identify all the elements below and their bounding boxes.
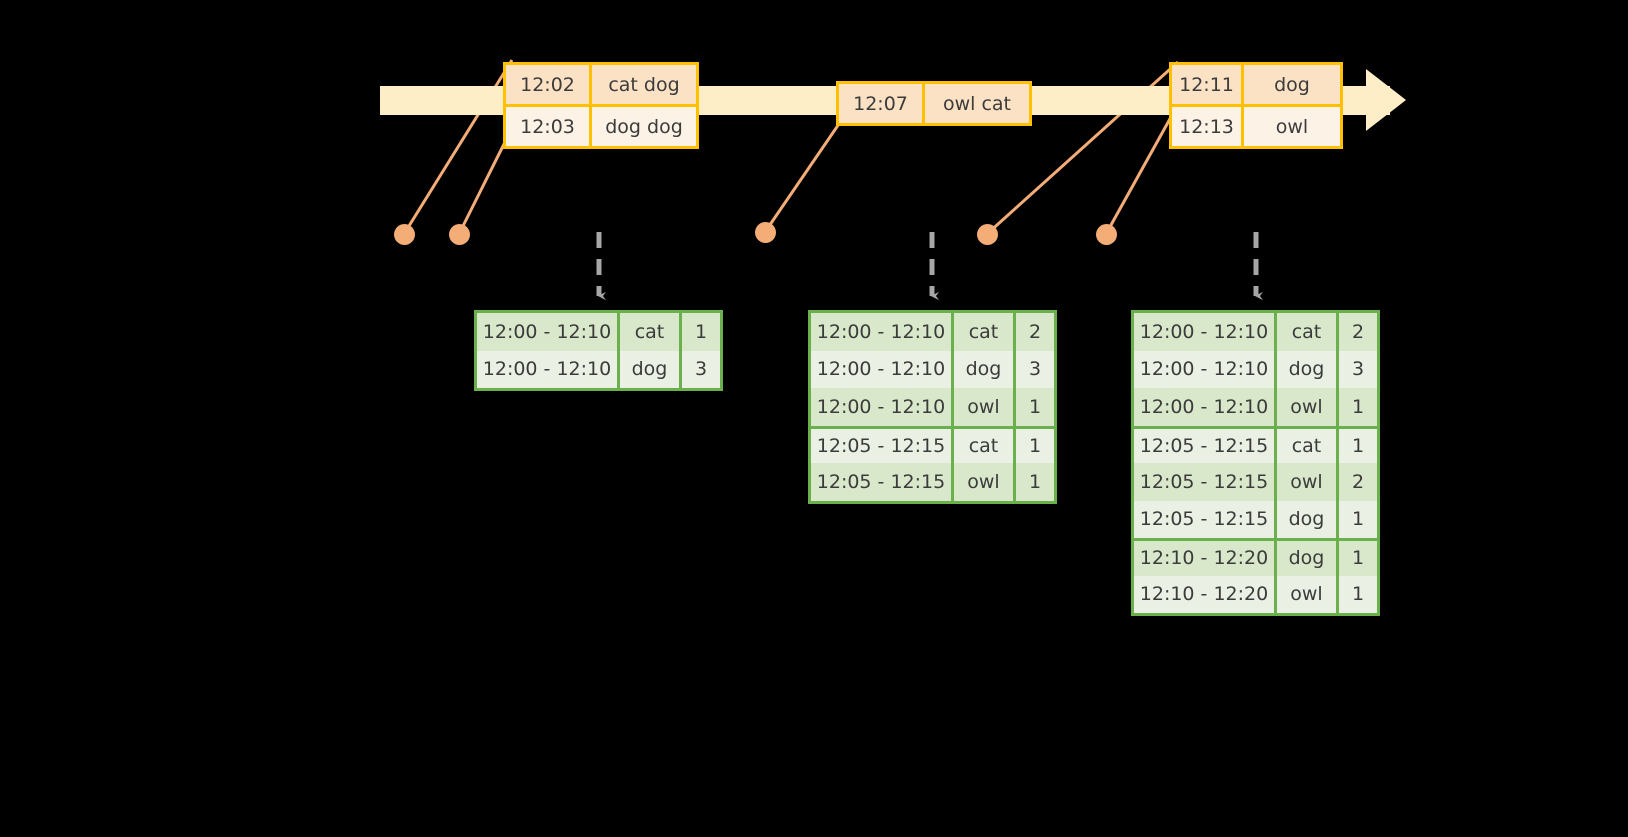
event-words: dog dog <box>592 107 696 146</box>
cell-count: 1 <box>1016 388 1054 426</box>
cell-count: 1 <box>1016 428 1054 463</box>
cell-count: 3 <box>1016 350 1054 388</box>
cell-word: cat <box>1277 313 1339 351</box>
cell-window: 12:00 - 12:10 <box>1134 388 1277 426</box>
cell-window: 12:00 - 12:10 <box>477 350 620 388</box>
cell-count: 1 <box>1339 500 1377 538</box>
cell-word: owl <box>1277 463 1339 501</box>
connector-dot-4 <box>977 224 998 245</box>
cell-window: 12:10 - 12:20 <box>1134 575 1277 613</box>
cell-window: 12:00 - 12:10 <box>477 313 620 351</box>
cell-count: 1 <box>1339 541 1377 576</box>
cell-count: 1 <box>1339 575 1377 613</box>
cell-word: dog <box>1277 500 1339 538</box>
timeline-arrow-icon <box>1366 69 1406 131</box>
cell-window: 12:00 - 12:10 <box>1134 350 1277 388</box>
cell-window: 12:05 - 12:15 <box>811 463 954 501</box>
cell-count: 3 <box>1339 350 1377 388</box>
event-time: 12:03 <box>506 107 592 146</box>
cell-word: cat <box>620 313 682 351</box>
cell-count: 2 <box>1339 463 1377 501</box>
event-time: 12:13 <box>1172 107 1244 146</box>
event-words: dog <box>1244 65 1340 104</box>
event-group-2: 12:07 owl cat <box>836 81 1032 126</box>
connector-dot-2 <box>449 224 470 245</box>
connector-dot-3 <box>755 222 776 243</box>
cell-word: cat <box>1277 428 1339 463</box>
cell-word: dog <box>954 350 1016 388</box>
cell-window: 12:00 - 12:10 <box>811 350 954 388</box>
cell-word: owl <box>1277 575 1339 613</box>
cell-count: 1 <box>1016 463 1054 501</box>
connector-line-5 <box>1104 107 1178 235</box>
cell-word: dog <box>620 350 682 388</box>
event-time: 12:02 <box>506 65 592 104</box>
connector-line-3 <box>763 117 845 233</box>
cell-window: 12:05 - 12:15 <box>1134 428 1277 463</box>
event-row: 12:03 dog dog <box>506 104 696 146</box>
cell-word: cat <box>954 313 1016 351</box>
event-group-3: 12:11 dog 12:13 owl <box>1169 62 1343 149</box>
cell-window: 12:05 - 12:15 <box>1134 500 1277 538</box>
connector-dot-5 <box>1096 224 1117 245</box>
cell-word: owl <box>954 388 1016 426</box>
cell-window: 12:10 - 12:20 <box>1134 541 1277 576</box>
cell-count: 1 <box>1339 428 1377 463</box>
cell-word: dog <box>1277 350 1339 388</box>
cell-window: 12:05 - 12:15 <box>811 428 954 463</box>
cell-word: owl <box>1277 388 1339 426</box>
cell-word: dog <box>1277 541 1339 576</box>
event-time: 12:07 <box>839 84 925 123</box>
cell-count: 2 <box>1339 313 1377 351</box>
cell-word: owl <box>954 463 1016 501</box>
event-row: 12:07 owl cat <box>839 84 1029 123</box>
event-row: 12:13 owl <box>1172 104 1340 146</box>
connector-dot-1 <box>394 224 415 245</box>
event-words: cat dog <box>592 65 696 104</box>
cell-window: 12:00 - 12:10 <box>811 313 954 351</box>
event-words: owl <box>1244 107 1340 146</box>
event-group-1: 12:02 cat dog 12:03 dog dog <box>503 62 699 149</box>
cell-window: 12:05 - 12:15 <box>1134 463 1277 501</box>
cell-window: 12:00 - 12:10 <box>1134 313 1277 351</box>
cell-count: 1 <box>682 313 720 351</box>
cell-count: 2 <box>1016 313 1054 351</box>
cell-count: 3 <box>682 350 720 388</box>
event-words: owl cat <box>925 84 1029 123</box>
dashed-arrows <box>596 232 1263 301</box>
event-row: 12:02 cat dog <box>506 65 696 104</box>
cell-word: cat <box>954 428 1016 463</box>
cell-count: 1 <box>1339 388 1377 426</box>
cell-window: 12:00 - 12:10 <box>811 388 954 426</box>
event-row: 12:11 dog <box>1172 65 1340 104</box>
event-time: 12:11 <box>1172 65 1244 104</box>
